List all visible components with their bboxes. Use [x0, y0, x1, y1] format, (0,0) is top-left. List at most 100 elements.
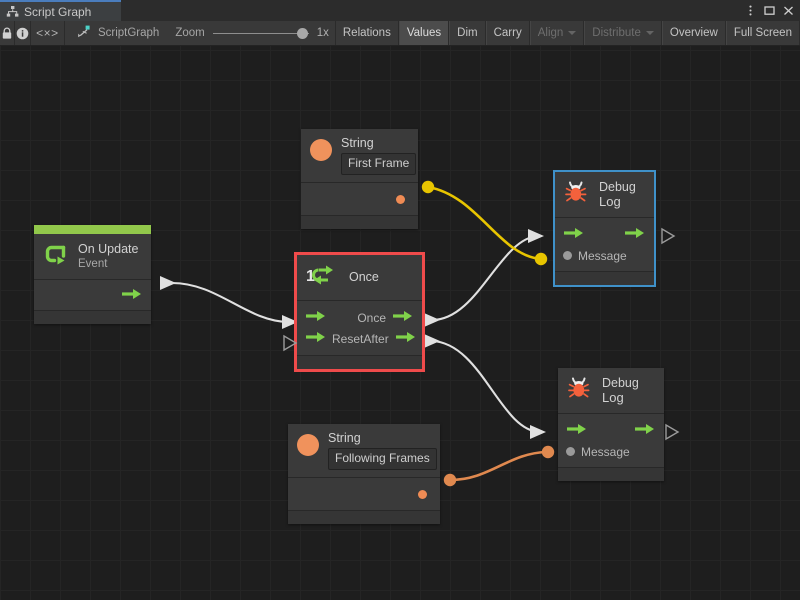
zoom-control[interactable]: Zoom 1x	[169, 21, 335, 45]
string-value-input[interactable]: First Frame	[341, 153, 417, 175]
flow-arrow-icon	[566, 422, 587, 440]
zoom-slider-handle[interactable]	[296, 27, 308, 39]
node-body	[301, 183, 418, 216]
flow-arrow-icon	[305, 309, 326, 327]
maximize-icon[interactable]	[761, 1, 778, 20]
node-header: Debug Log	[555, 172, 654, 218]
port-in-flow[interactable]	[566, 422, 587, 440]
flow-arrow-icon	[634, 422, 655, 440]
on-update-loop-icon	[43, 241, 69, 272]
node-string-first-frame[interactable]: String First Frame	[301, 129, 418, 229]
port-row-reset-after: Reset After	[297, 328, 422, 349]
node-body: Once	[297, 301, 422, 356]
chevron-down-icon	[645, 31, 654, 35]
lock-icon	[1, 27, 13, 40]
once-counter-icon: 1	[306, 262, 340, 293]
string-circle-icon	[297, 434, 319, 456]
node-title-block: String First Frame	[341, 136, 417, 175]
flow-arrow-icon	[392, 309, 413, 327]
toolbar-button-align[interactable]: Align	[529, 21, 585, 45]
port-out-flow[interactable]	[121, 287, 142, 305]
toolbar-button-carry[interactable]: Carry	[485, 21, 530, 45]
toolbar-button-dim[interactable]: Dim	[449, 21, 486, 45]
toolbar-button-values[interactable]: Values	[398, 21, 450, 45]
toolbar-button-distribute[interactable]: Distribute	[584, 21, 662, 45]
graph-toolbar: <×> ScriptGraph Zoom 1x Relations	[0, 21, 800, 46]
port-in-reset[interactable]: Reset	[305, 330, 363, 348]
port-in-flow[interactable]	[563, 226, 584, 244]
toolbar-button-overview[interactable]: Overview	[661, 21, 726, 45]
node-header: On Update Event	[34, 234, 151, 280]
node-header: String First Frame	[301, 129, 418, 183]
toolbar-button-full-screen[interactable]: Full Screen	[725, 21, 800, 45]
graph-canvas[interactable]: On Update Event	[0, 46, 800, 600]
code-icon: <×>	[36, 26, 59, 40]
bug-icon	[564, 179, 590, 210]
toolbar-button-distribute-label: Distribute	[592, 27, 641, 39]
toolbar-button-align-label: Align	[537, 27, 564, 39]
window-controls	[742, 0, 797, 21]
port-out-once[interactable]: Once	[357, 309, 413, 327]
port-out-after[interactable]: After	[363, 330, 415, 348]
node-subtitle: Log	[599, 194, 621, 209]
close-icon[interactable]	[780, 1, 797, 20]
info-button[interactable]	[15, 21, 31, 45]
port-in-message[interactable]: Message	[566, 446, 630, 458]
node-subtitle: Event	[78, 258, 108, 270]
node-debug-log-bottom[interactable]: Debug Log	[558, 368, 664, 481]
port-in-message[interactable]: Message	[563, 250, 627, 262]
node-title-block: On Update Event	[78, 242, 138, 271]
toolbar-button-dim-label: Dim	[457, 27, 478, 39]
node-body: Message	[555, 218, 654, 272]
info-icon	[16, 27, 29, 40]
node-on-update[interactable]: On Update Event	[34, 225, 151, 324]
zoom-slider-track	[212, 32, 309, 34]
value-port-dot	[396, 194, 405, 204]
string-value-input[interactable]: Following Frames	[328, 448, 437, 470]
port-in-flow[interactable]	[305, 309, 326, 327]
scriptgraph-icon	[77, 25, 91, 41]
lock-button[interactable]	[0, 21, 16, 45]
zoom-slider[interactable]	[212, 27, 309, 39]
graph-name-field[interactable]: ScriptGraph	[65, 21, 169, 45]
port-row-once: Once	[297, 307, 422, 328]
node-subtitle: Log	[602, 390, 624, 405]
node-title: String	[341, 136, 374, 150]
graph-icon	[6, 5, 19, 18]
toolbar-button-relations[interactable]: Relations	[334, 21, 399, 45]
port-out-value[interactable]	[301, 189, 418, 209]
code-view-button[interactable]: <×>	[30, 21, 65, 45]
node-title-block: Once	[349, 270, 379, 285]
bug-icon	[567, 375, 593, 406]
node-footer	[301, 216, 418, 229]
zoom-value: 1x	[316, 27, 329, 39]
node-once[interactable]: 1 Once	[294, 252, 425, 372]
flow-arrow-icon	[305, 330, 326, 348]
port-out-once-label: Once	[357, 310, 386, 325]
graph-name-label: ScriptGraph	[97, 27, 160, 39]
node-title: Once	[349, 270, 379, 284]
flow-arrow-icon	[624, 226, 645, 244]
port-row-message: Message	[558, 441, 664, 462]
string-circle-icon	[310, 139, 332, 161]
value-port-dot	[563, 251, 572, 260]
port-out-flow[interactable]	[624, 226, 645, 244]
port-out-value[interactable]	[288, 484, 440, 504]
port-out-after-label: After	[363, 331, 389, 346]
kebab-menu-icon[interactable]	[742, 1, 759, 20]
tab-script-graph[interactable]: Script Graph	[0, 0, 121, 21]
once-icon-number: 1	[306, 268, 315, 285]
node-string-following-frames[interactable]: String Following Frames	[288, 424, 440, 524]
port-out-flow[interactable]	[634, 422, 655, 440]
flow-arrow-icon	[121, 287, 142, 305]
toolbar-button-overview-label: Overview	[669, 27, 718, 39]
node-body	[34, 280, 151, 311]
node-footer	[288, 511, 440, 524]
port-row-flow	[555, 224, 654, 245]
zoom-label: Zoom	[175, 27, 205, 39]
flow-arrow-icon	[395, 330, 416, 348]
port-row-flow	[558, 420, 664, 441]
node-debug-log-top[interactable]: Debug Log	[553, 170, 656, 287]
node-footer	[297, 356, 422, 369]
